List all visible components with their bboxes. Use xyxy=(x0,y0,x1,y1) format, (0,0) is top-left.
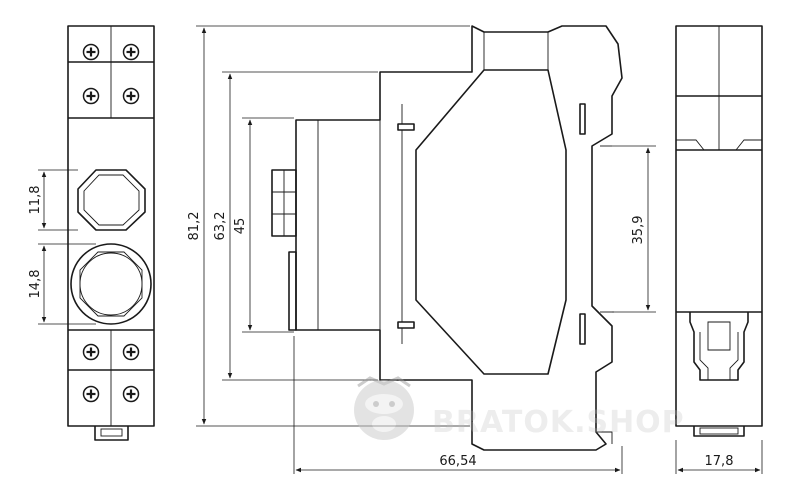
watermark-text: BRATOK.SHOP xyxy=(432,405,685,440)
dim-end-width: 17,8 xyxy=(705,454,734,469)
dim-mid-height: 63,2 xyxy=(213,212,228,241)
dim-front-height: 45 xyxy=(233,218,248,235)
lower-indicator-window xyxy=(70,243,152,325)
upper-indicator-window xyxy=(77,169,146,231)
end-view: 17,8 xyxy=(675,25,763,474)
gorilla-logo-icon xyxy=(354,376,414,440)
dim-upper-window: 11,8 xyxy=(28,186,43,215)
front-view: 11,8 14,8 xyxy=(28,25,155,441)
dim-lower-window: 14,8 xyxy=(28,270,43,299)
side-housing xyxy=(295,25,623,451)
side-view: 81,2 63,2 45 35,9 66,54 xyxy=(187,25,656,474)
watermark: BRATOK.SHOP xyxy=(354,376,685,440)
dim-depth: 66,54 xyxy=(439,454,476,469)
dim-rail-height: 35,9 xyxy=(631,216,646,245)
din-clip xyxy=(94,426,129,441)
dim-total-height: 81,2 xyxy=(187,212,202,241)
